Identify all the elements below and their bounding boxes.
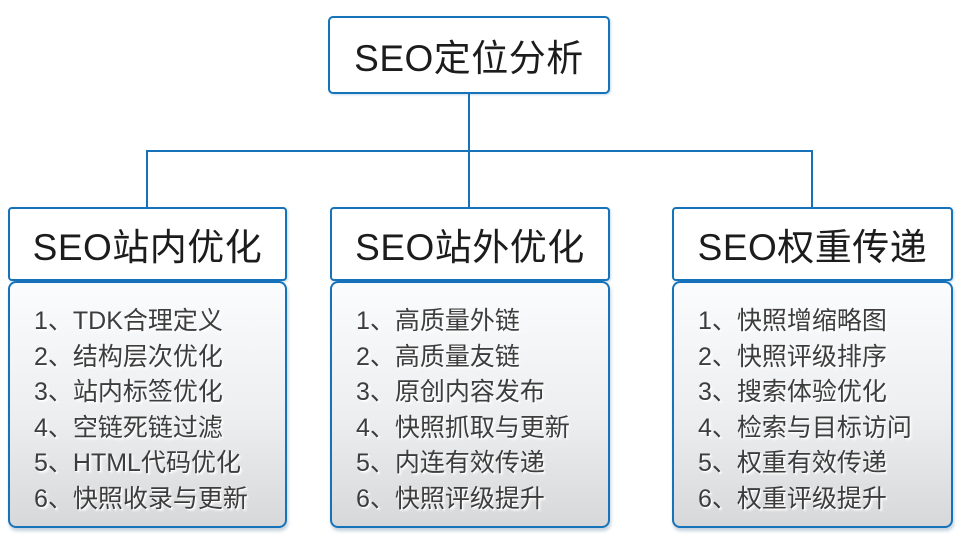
root-node-label: SEO定位分析 (354, 38, 584, 79)
branch-header-onsite: SEO站内优化 (8, 207, 287, 281)
root-node: SEO定位分析 (328, 16, 610, 94)
branch-header-label: SEO站内优化 (32, 227, 263, 268)
branch-panel-offsite: 1、高质量外链 2、高质量友链 3、原创内容发布 4、快照抓取与更新 5、内连有… (330, 281, 610, 528)
list-item: 6、权重评级提升 (698, 484, 887, 513)
list-item: 2、结构层次优化 (34, 342, 223, 371)
list-item: 4、检索与目标访问 (698, 413, 912, 442)
list-item: 1、TDK合理定义 (34, 307, 223, 335)
connector-drop-right (811, 150, 813, 208)
branch-panel-onsite: 1、TDK合理定义 2、结构层次优化 3、站内标签优化 4、空链死链过滤 5、H… (8, 281, 287, 528)
connector-root-stem (468, 93, 470, 151)
list-item: 4、快照抓取与更新 (356, 413, 570, 442)
list-item: 3、原创内容发布 (356, 378, 545, 406)
list-item: 3、站内标签优化 (34, 378, 223, 406)
list-item: 4、空链死链过滤 (34, 413, 223, 442)
list-item: 5、HTML代码优化 (34, 449, 241, 477)
branch-header-label: SEO站外优化 (355, 227, 585, 268)
list-item: 2、高质量友链 (356, 342, 520, 371)
list-item: 6、快照收录与更新 (34, 484, 248, 513)
list-item: 6、快照评级提升 (356, 484, 545, 513)
branch-header-weight: SEO权重传递 (672, 207, 953, 281)
connector-drop-left (146, 150, 148, 208)
branch-panel-weight: 1、快照增缩略图 2、快照评级排序 3、搜索体验优化 4、检索与目标访问 5、权… (672, 281, 953, 528)
list-item: 3、搜索体验优化 (698, 378, 887, 406)
list-item: 5、内连有效传递 (356, 449, 545, 477)
connector-horizontal (146, 150, 813, 152)
list-item: 1、高质量外链 (356, 307, 520, 335)
branch-header-label: SEO权重传递 (697, 227, 928, 268)
connector-drop-middle (468, 150, 470, 208)
branch-header-offsite: SEO站外优化 (330, 207, 610, 281)
list-item: 1、快照增缩略图 (698, 307, 887, 335)
list-item: 5、权重有效传递 (698, 449, 887, 477)
list-item: 2、快照评级排序 (698, 342, 887, 371)
